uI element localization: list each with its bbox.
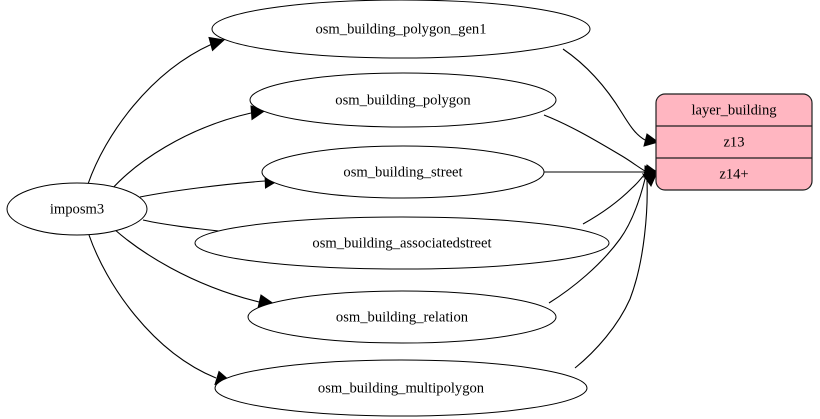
arrowhead-icon: [643, 133, 660, 147]
edge-line: [110, 112, 252, 191]
edge-line: [113, 228, 260, 303]
edge-imposm3-to-polygon: [110, 105, 267, 191]
node-label-osm-building-polygon: osm_building_polygon: [335, 92, 471, 108]
node-label-osm-building-street: osm_building_street: [343, 164, 462, 180]
edge-line: [548, 178, 646, 304]
edge-line: [88, 234, 217, 379]
node-imposm3[interactable]: imposm3: [6, 182, 148, 236]
edge-line: [139, 180, 266, 198]
node-label-osm-building-polygon-gen1: osm_building_polygon_gen1: [315, 21, 486, 37]
arrowhead-icon: [641, 173, 656, 188]
node-osm-building-multipolygon[interactable]: osm_building_multipolygon: [214, 359, 588, 417]
edge-group-tables-to-layer: [543, 48, 661, 369]
node-label-osm-building-associatedstreet: osm_building_associatedstreet: [312, 235, 491, 251]
edge-line: [582, 173, 646, 225]
node-label-imposm3: imposm3: [50, 201, 104, 217]
edge-imposm3-to-polygon-gen1: [87, 36, 226, 185]
node-osm-building-associatedstreet[interactable]: osm_building_associatedstreet: [194, 216, 610, 270]
node-osm-building-street[interactable]: osm_building_street: [261, 145, 545, 199]
node-shape-ellipse: [211, 0, 591, 59]
edge-line: [87, 43, 213, 185]
edge-polygon-to-z14plus: [543, 114, 660, 178]
node-shape-ellipse: [6, 182, 148, 236]
record-row-label-z13: z13: [723, 134, 744, 150]
arrowhead-icon: [208, 36, 226, 52]
record-row-label-z14plus: z14+: [719, 166, 748, 182]
node-osm-building-relation[interactable]: osm_building_relation: [247, 290, 557, 344]
edge-line: [574, 180, 648, 369]
node-label-osm-building-multipolygon: osm_building_multipolygon: [318, 380, 485, 396]
node-osm-building-polygon[interactable]: osm_building_polygon: [249, 72, 557, 128]
node-shape-ellipse: [194, 216, 610, 270]
node-shape-ellipse: [261, 145, 545, 199]
node-shape-ellipse: [214, 359, 588, 417]
edge-line: [543, 114, 646, 172]
node-label-osm-building-relation: osm_building_relation: [336, 309, 469, 325]
edge-line: [562, 48, 646, 141]
record-row-label-layer-title: layer_building: [691, 102, 777, 118]
node-shape-ellipse: [247, 290, 557, 344]
edge-polygon-gen1-to-z13: [562, 48, 660, 147]
node-osm-building-polygon-gen1[interactable]: osm_building_polygon_gen1: [211, 0, 591, 59]
edge-imposm3-to-multipolygon: [88, 234, 232, 386]
node-layer-building[interactable]: layer_building z13 z14+: [655, 93, 813, 191]
record-background: [655, 93, 813, 191]
edge-multipolygon-to-z14plus: [574, 173, 656, 369]
node-shape-ellipse: [249, 72, 557, 128]
edge-imposm3-to-street: [139, 173, 281, 198]
